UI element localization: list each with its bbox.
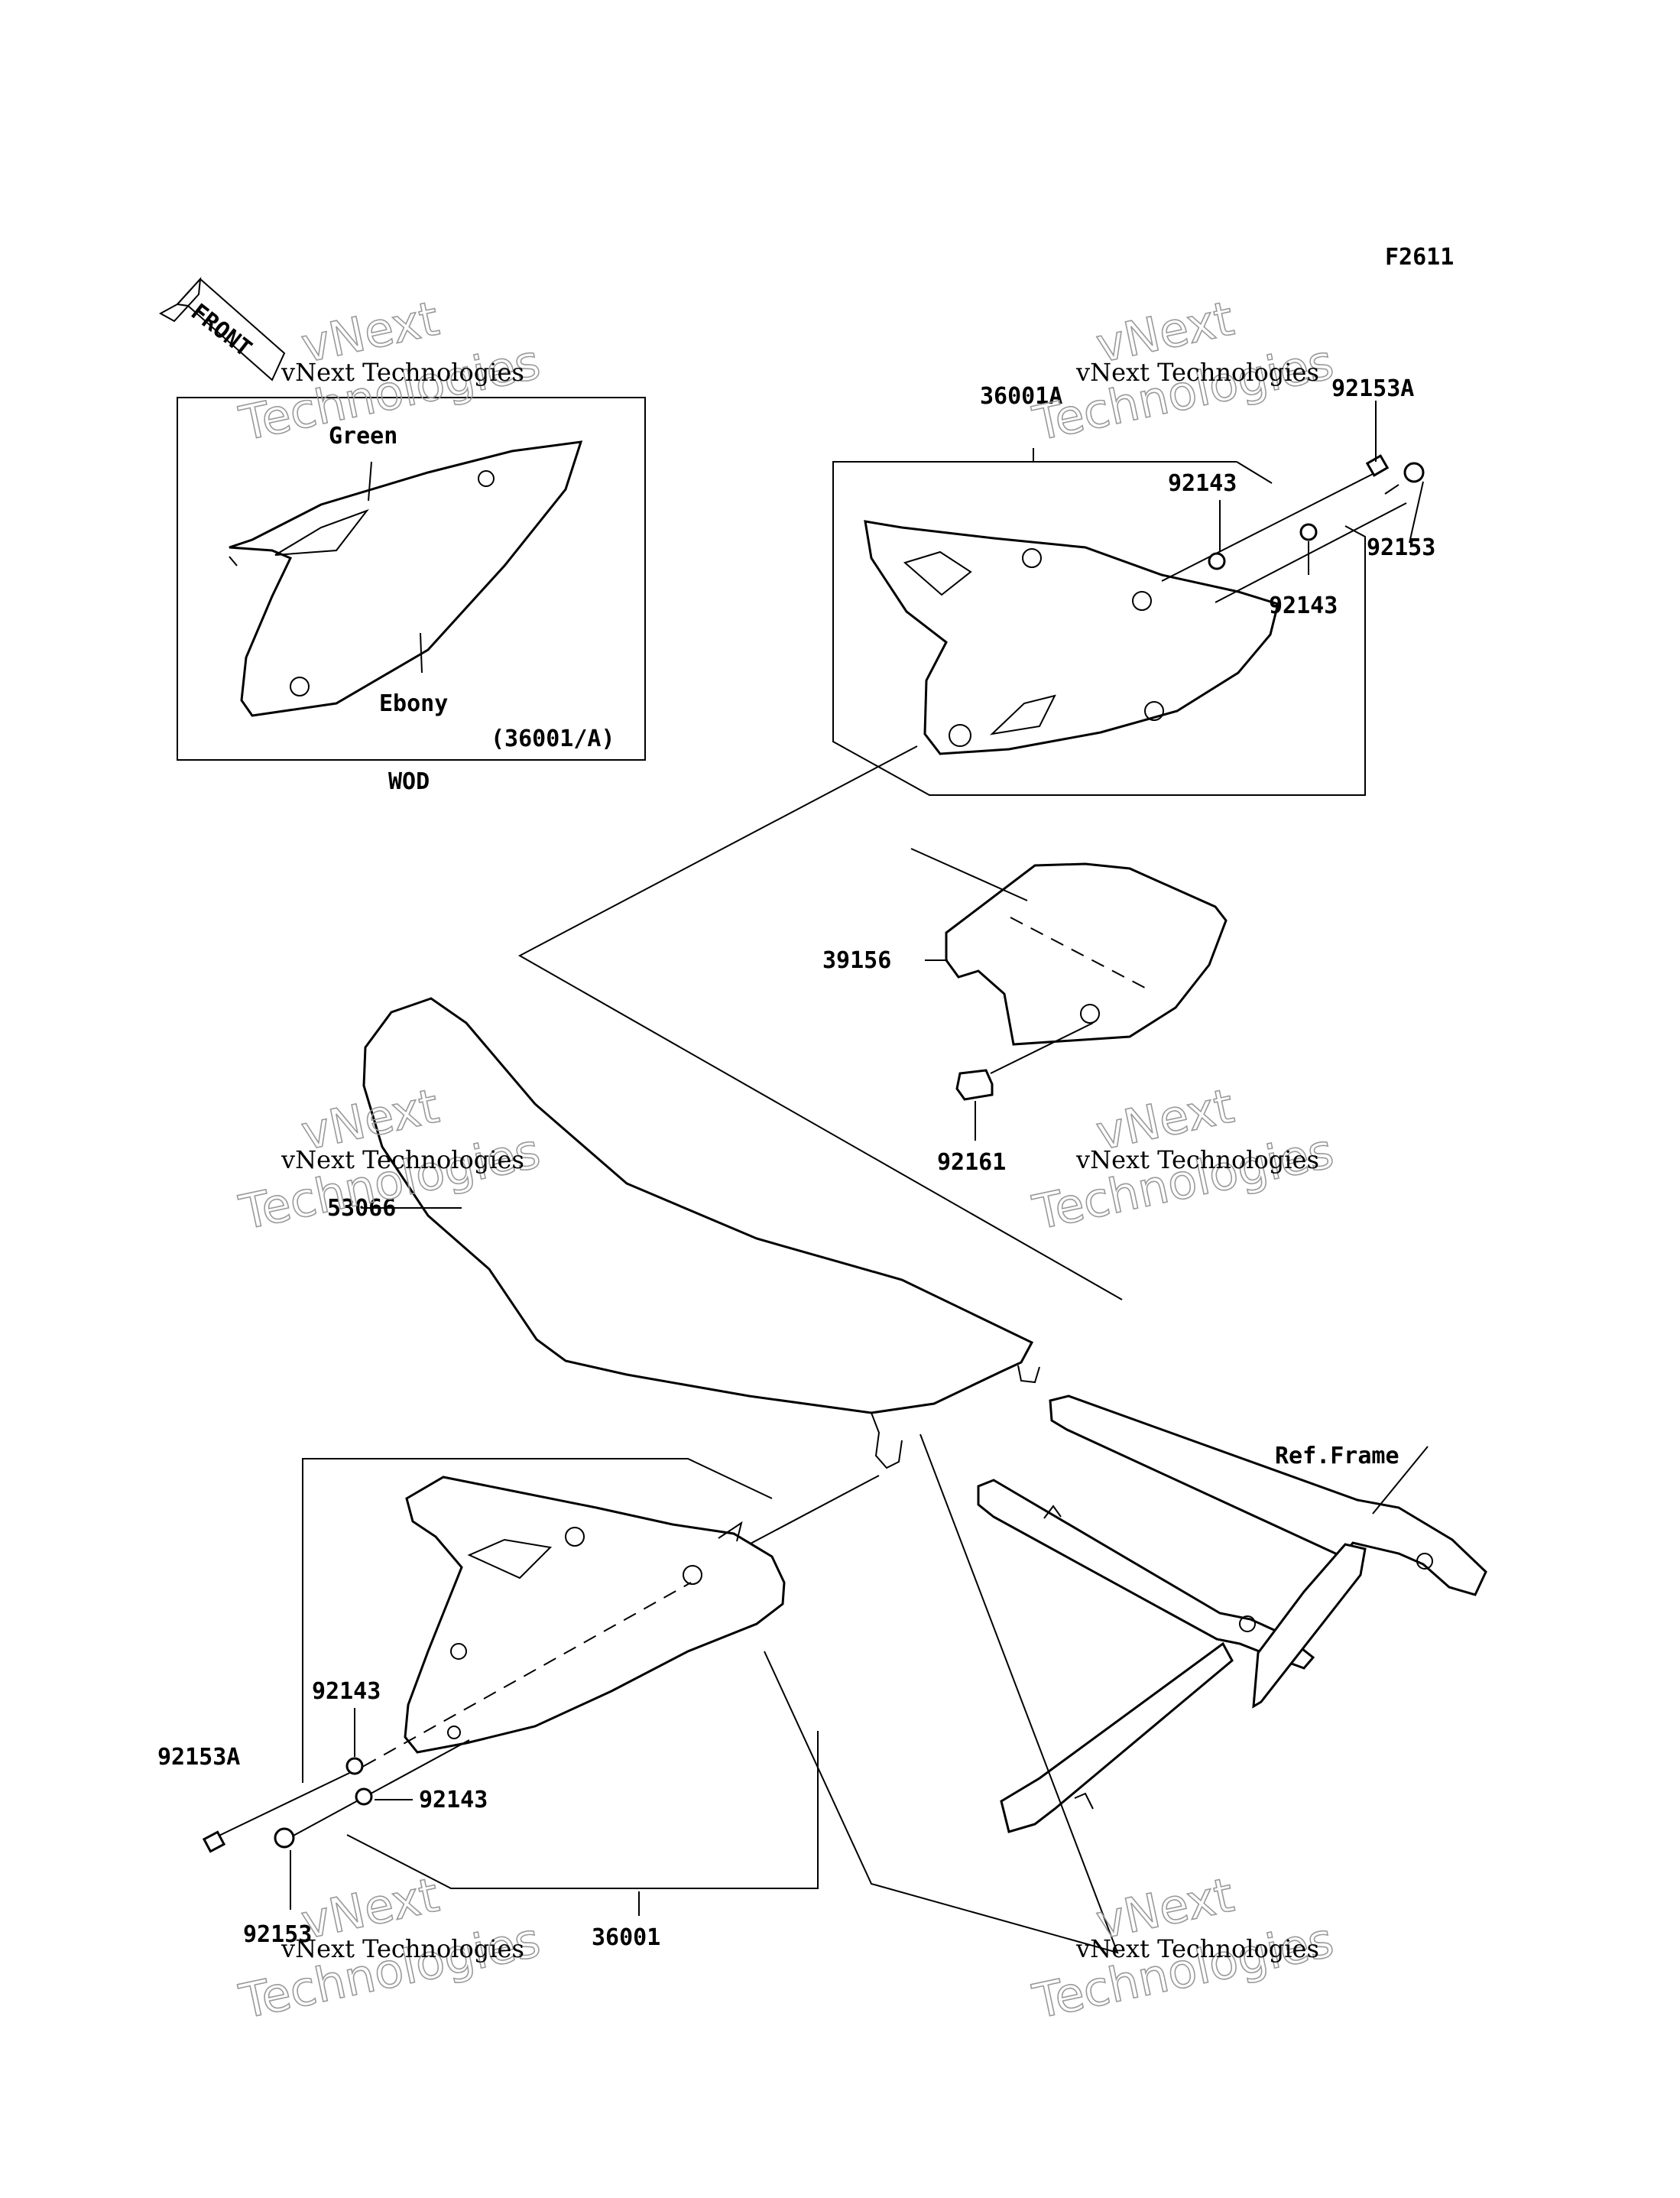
right-cover-group xyxy=(832,401,1425,796)
watermark-2: vNext Technologies vNext Technologies xyxy=(1027,290,1338,453)
watermark-4: vNext Technologies vNext Technologies xyxy=(1027,1077,1338,1242)
label-36001: 36001 xyxy=(592,1924,660,1951)
label-39156: 39156 xyxy=(822,947,891,974)
label-92143-left-2: 92143 xyxy=(419,1787,488,1813)
right-side-cover xyxy=(864,520,1279,755)
inset-part-ref: (36001/A) xyxy=(491,726,615,752)
rear-frame xyxy=(977,1394,1487,1833)
svg-text:vNext Technologies: vNext Technologies xyxy=(1075,1145,1319,1174)
collar-right-1 xyxy=(1208,552,1226,570)
bolt-92153A-left xyxy=(202,1830,226,1853)
figure-code: F2611 xyxy=(1385,244,1454,271)
svg-text:vNext Technologies: vNext Technologies xyxy=(281,358,524,387)
label-92153A-left: 92153A xyxy=(157,1744,240,1771)
label-36001A: 36001A xyxy=(980,383,1062,410)
damper-92161 xyxy=(955,1022,1094,1101)
front-arrow-icon: FRONT xyxy=(158,277,286,381)
svg-text:vNext Technologies: vNext Technologies xyxy=(1075,358,1319,387)
label-92153-left: 92153 xyxy=(243,1921,312,1948)
svg-text:vNext Technologies: vNext Technologies xyxy=(281,1145,524,1174)
label-92143-right-2: 92143 xyxy=(1269,593,1338,619)
inset-color-top: Green xyxy=(329,423,397,450)
inset-caption: WOD xyxy=(388,768,430,795)
label-92153A-right: 92153A xyxy=(1331,375,1414,402)
inset-box: Green Ebony (36001/A) xyxy=(177,397,646,761)
collar-left-2 xyxy=(355,1787,373,1806)
collar-right-2 xyxy=(1299,523,1318,541)
watermark-6: vNext Technologies vNext Technologies xyxy=(1027,1866,1338,2031)
svg-text:vNext Technologies: vNext Technologies xyxy=(1075,1934,1319,1963)
label-53066: 53066 xyxy=(327,1195,396,1222)
label-92153-right: 92153 xyxy=(1367,534,1435,561)
left-cover-group xyxy=(202,1458,819,1916)
label-92161: 92161 xyxy=(937,1149,1006,1176)
inset-side-cover xyxy=(229,440,583,717)
inset-color-body: Ebony xyxy=(379,690,448,717)
bolt-92153A-right xyxy=(1365,454,1390,477)
collar-left-1 xyxy=(345,1757,364,1775)
svg-text:vNext Technologies: vNext Technologies xyxy=(281,1934,524,1963)
label-92143-left-1: 92143 xyxy=(312,1678,381,1705)
label-92143-right-1: 92143 xyxy=(1168,470,1237,497)
seat-53066 xyxy=(362,997,1040,1469)
watermark-5: vNext Technologies vNext Technologies xyxy=(234,1866,545,2031)
bolt-92153-left xyxy=(274,1827,295,1849)
bolt-92153-right xyxy=(1384,462,1425,495)
front-label: FRONT xyxy=(186,299,257,362)
left-side-cover xyxy=(363,1476,786,1767)
label-ref-frame: Ref.Frame xyxy=(1275,1443,1399,1469)
seat-pad xyxy=(945,862,1228,1046)
